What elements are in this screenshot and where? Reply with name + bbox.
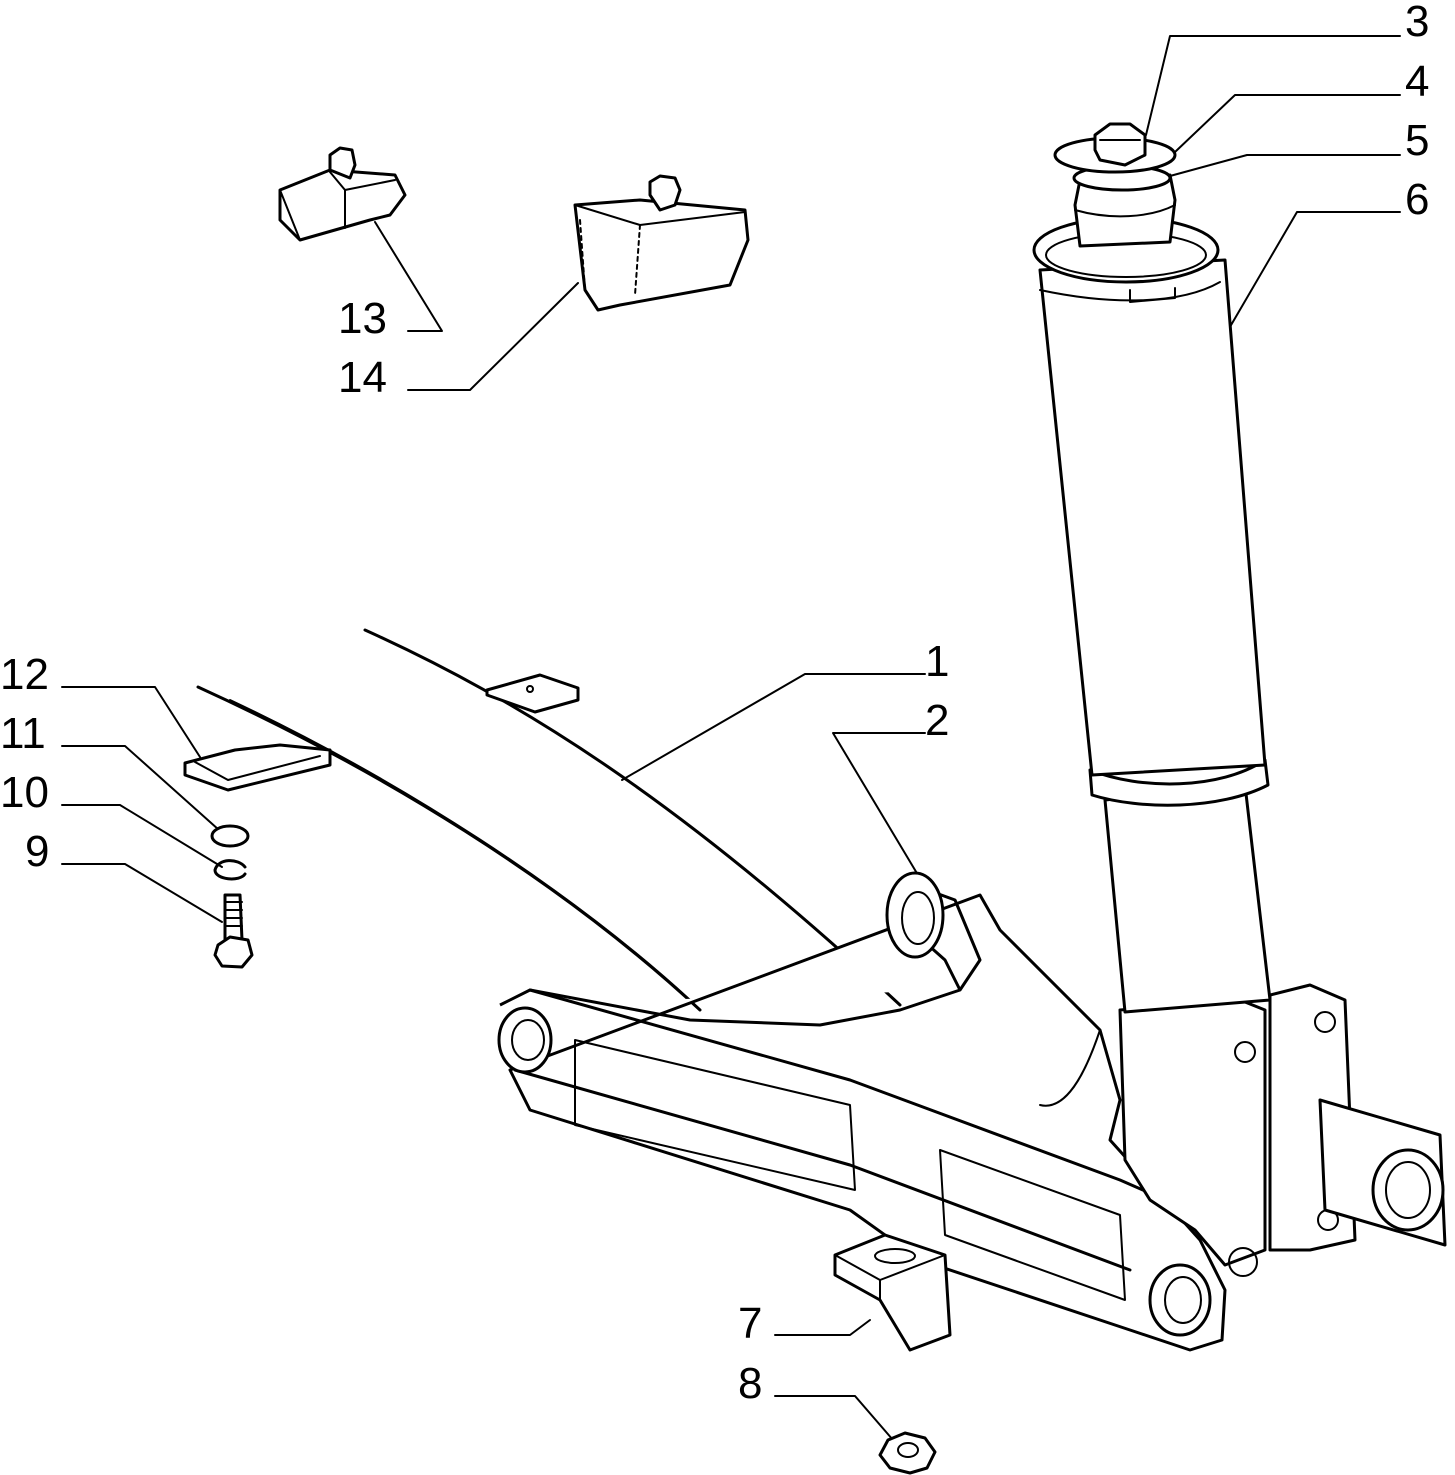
leader-14 — [407, 282, 579, 391]
shock-absorber — [1032, 216, 1272, 1014]
top-washer-nut — [1053, 122, 1177, 174]
bump-stop-small — [278, 146, 407, 242]
leader-8 — [774, 1395, 894, 1441]
leaf-spring — [196, 628, 902, 1012]
leader-11 — [61, 745, 220, 831]
callout-label-2: 2 — [925, 696, 949, 745]
callout-label-3: 3 — [1405, 0, 1429, 46]
callout-label-13: 13 — [338, 294, 387, 343]
leader-9 — [61, 863, 223, 923]
lower-bracket — [833, 1233, 952, 1352]
callout-label-11: 11 — [0, 709, 46, 758]
leader-7 — [774, 1319, 871, 1336]
leader-10 — [61, 804, 223, 868]
leader-4 — [1174, 94, 1401, 153]
callout-label-12: 12 — [0, 650, 49, 699]
callout-labels: 1 2 3 4 5 6 7 8 9 10 11 12 13 14 — [0, 0, 1429, 1408]
leader-1 — [621, 673, 926, 781]
leader-3 — [1145, 35, 1401, 136]
callout-label-9: 9 — [25, 827, 49, 876]
callout-label-10: 10 — [0, 768, 49, 817]
bump-stop-large — [573, 174, 750, 312]
leader-2 — [832, 732, 926, 876]
callout-label-1: 1 — [925, 637, 949, 686]
spring-plate — [183, 743, 332, 792]
callout-label-8: 8 — [738, 1359, 762, 1408]
callout-label-5: 5 — [1405, 116, 1429, 165]
axle-bracket — [497, 871, 1227, 1352]
callout-label-6: 6 — [1405, 175, 1429, 224]
rubber-bush — [1072, 164, 1177, 248]
fastener-hardware — [210, 824, 254, 969]
callout-label-7: 7 — [738, 1299, 762, 1348]
leader-12 — [61, 686, 201, 758]
leader-13 — [374, 221, 443, 332]
shock-mount-bracket — [1118, 983, 1447, 1277]
leader-5 — [1169, 154, 1401, 177]
leader-6 — [1226, 211, 1401, 333]
callout-label-14: 14 — [338, 353, 387, 402]
callout-label-4: 4 — [1405, 57, 1429, 106]
leader-lines — [61, 35, 1401, 1441]
bottom-nut — [878, 1431, 937, 1475]
